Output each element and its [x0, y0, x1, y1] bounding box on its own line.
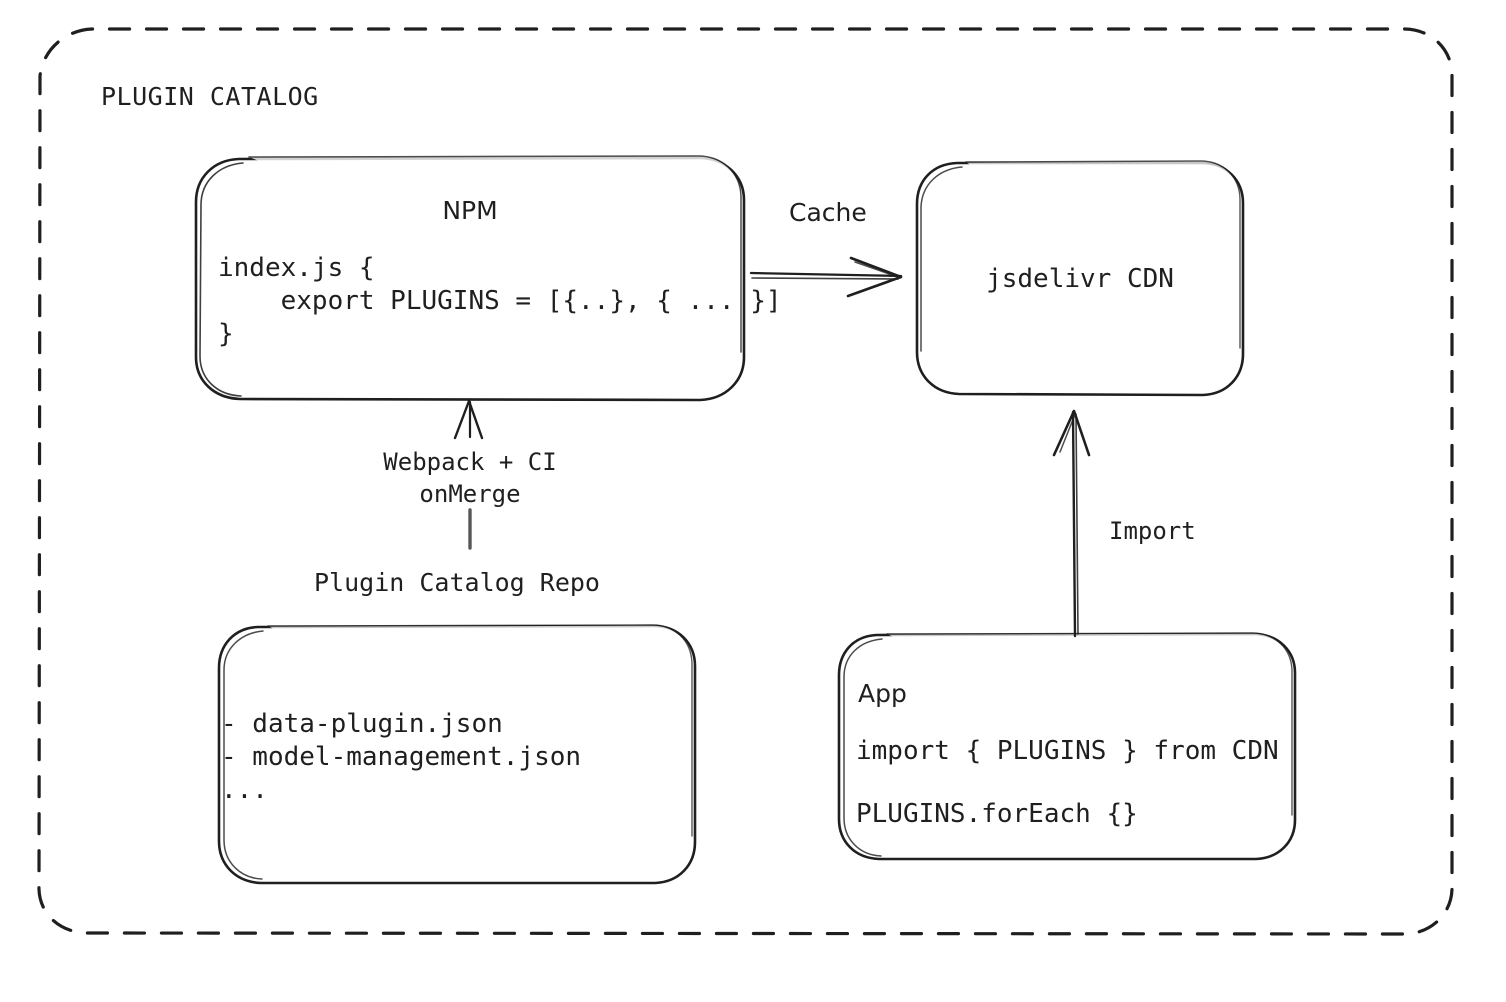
- edge-npm-to-cdn: [749, 256, 903, 298]
- npm-code-line-1: index.js {: [218, 253, 375, 283]
- npm-box-title: NPM: [442, 196, 498, 225]
- plugin-catalog-boundary: [37, 27, 1454, 936]
- edge-label-webpack-ci: Webpack + CI: [383, 448, 557, 476]
- plugin-catalog-title: PLUGIN CATALOG: [101, 82, 319, 111]
- edge-label-import: Import: [1109, 517, 1196, 545]
- npm-code-line-2: export PLUGINS = [{..}, { ... }]: [218, 286, 782, 316]
- repo-group-label: Plugin Catalog Repo: [314, 568, 600, 597]
- edge-label-cache: Cache: [789, 198, 867, 227]
- edge-app-to-cdn: [1052, 409, 1091, 638]
- npm-box-outline: [194, 155, 746, 402]
- npm-code-line-3: }: [218, 319, 234, 349]
- repo-file-line-3: ...: [221, 775, 268, 805]
- cdn-box-title: jsdelivr CDN: [986, 264, 1174, 294]
- app-box-outline: [837, 632, 1297, 861]
- repo-file-line-1: - data-plugin.json: [221, 709, 503, 739]
- cdn-box-outline: [915, 160, 1245, 397]
- app-box-title: App: [858, 679, 907, 708]
- app-code-line-2: PLUGINS.forEach {}: [856, 799, 1138, 829]
- repo-box-outline: [217, 624, 697, 885]
- edge-label-onmerge: onMerge: [419, 480, 521, 508]
- edge-repo-to-npm: [453, 399, 484, 550]
- repo-file-line-2: - model-management.json: [221, 742, 582, 772]
- app-code-line-1: import { PLUGINS } from CDN: [856, 736, 1279, 766]
